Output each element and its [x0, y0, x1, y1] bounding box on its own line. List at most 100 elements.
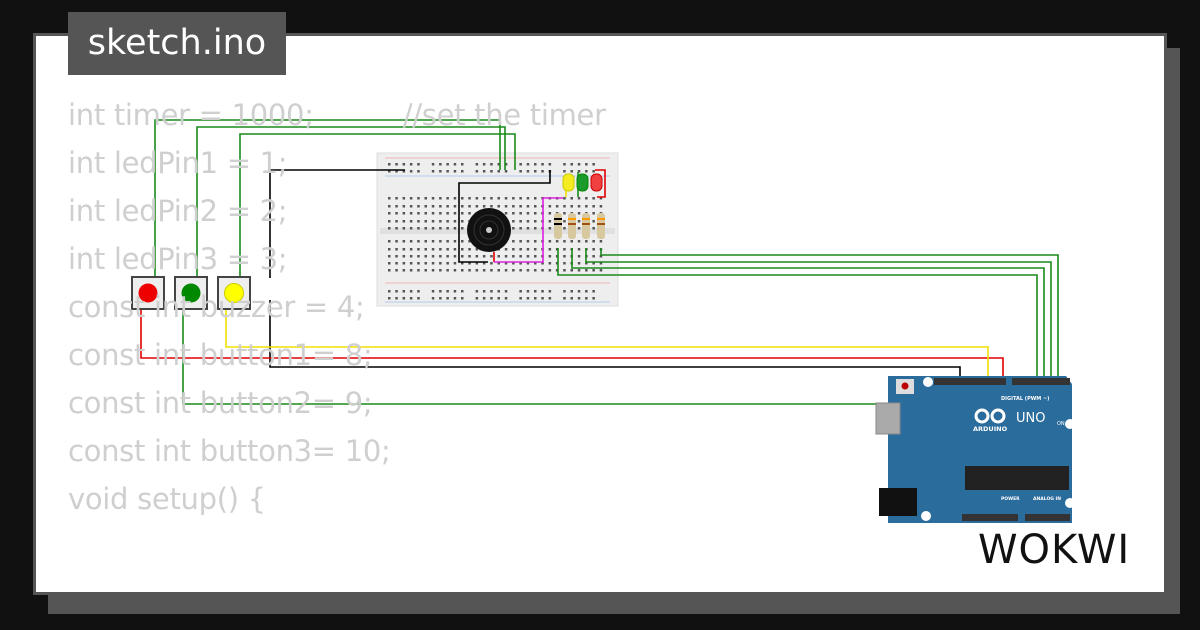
arduino-uno[interactable]: ARDUINO UNO DIGITAL (PWM ~) ON POWER ANA…: [875, 376, 1075, 523]
breadboard-hole: [453, 170, 457, 173]
breadboard-hole: [461, 240, 464, 243]
breadboard-hole: [461, 212, 464, 215]
led-red[interactable]: [590, 173, 603, 192]
breadboard-hole: [439, 269, 442, 272]
breadboard-hole: [526, 262, 530, 265]
breadboard-hole: [395, 170, 398, 173]
breadboard-hole: [577, 212, 581, 215]
breadboard-hole: [592, 163, 595, 166]
breadboard-hole: [402, 262, 406, 265]
breadboard-hole: [446, 220, 449, 223]
breadboard-hole: [475, 290, 479, 293]
breadboard-hole: [446, 297, 449, 300]
breadboard-hole: [504, 297, 508, 300]
led-green[interactable]: [576, 173, 589, 192]
breadboard-hole: [468, 205, 471, 208]
breadboard-hole: [504, 262, 508, 265]
pushbutton-green[interactable]: [174, 276, 208, 310]
power-label: POWER: [1001, 496, 1020, 502]
breadboard-hole: [519, 170, 522, 173]
breadboard-hole: [512, 197, 515, 200]
breadboard-hole: [497, 255, 500, 258]
breadboard-hole: [526, 227, 530, 230]
breadboard-hole: [504, 212, 508, 215]
breadboard-hole: [424, 248, 427, 251]
breadboard-hole: [490, 170, 493, 173]
arduino-model: UNO: [1016, 411, 1045, 426]
breadboard-hole: [395, 220, 398, 223]
breadboard-hole: [563, 212, 566, 215]
breadboard-hole: [534, 170, 537, 173]
breadboard-hole: [599, 205, 603, 208]
breadboard-hole: [563, 205, 566, 208]
breadboard-hole: [512, 255, 515, 258]
breadboard-hole: [548, 212, 552, 215]
breadboard-hole: [570, 269, 573, 272]
breadboard-hole: [468, 255, 471, 258]
breadboard-hole: [534, 227, 537, 230]
breadboard-hole: [461, 297, 464, 300]
wire-green: [239, 133, 516, 278]
breadboard-hole: [592, 212, 595, 215]
resistor: [582, 213, 590, 239]
breadboard-hole: [504, 197, 508, 200]
breadboard-hole: [402, 290, 406, 293]
breadboard-hole: [512, 220, 515, 223]
breadboard-hole: [577, 255, 581, 258]
breadboard-hole: [395, 297, 398, 300]
breadboard-hole: [577, 262, 581, 265]
breadboard-hole: [526, 220, 530, 223]
breadboard-hole: [417, 163, 420, 166]
breadboard-hole: [563, 297, 566, 300]
breadboard-hole: [490, 269, 493, 272]
led-yellow[interactable]: [562, 173, 575, 192]
breadboard-hole: [446, 290, 449, 293]
buzzer[interactable]: [467, 208, 511, 252]
breadboard-hole: [490, 297, 493, 300]
breadboard-hole: [453, 290, 457, 293]
breadboard-hole: [570, 240, 573, 243]
breadboard-hole: [497, 262, 500, 265]
breadboard-hole: [409, 220, 413, 223]
breadboard-hole: [468, 240, 471, 243]
breadboard-hole: [409, 227, 413, 230]
breadboard-hole: [504, 290, 508, 293]
breadboard-hole: [563, 269, 566, 272]
breadboard-hole: [519, 297, 522, 300]
breadboard-hole: [409, 262, 413, 265]
breadboard-hole: [504, 248, 508, 251]
breadboard-hole: [475, 269, 479, 272]
breadboard-hole: [519, 197, 522, 200]
breadboard-hole: [599, 255, 603, 258]
breadboard-hole: [431, 262, 435, 265]
breadboard-hole: [409, 248, 413, 251]
breadboard-hole: [519, 248, 522, 251]
breadboard-hole: [417, 205, 420, 208]
breadboard-hole: [585, 262, 588, 265]
breadboard-hole: [439, 297, 442, 300]
pushbutton-red[interactable]: [131, 276, 165, 310]
breadboard-hole: [570, 290, 573, 293]
breadboard-hole: [402, 197, 406, 200]
breadboard-hole: [439, 262, 442, 265]
power-jack: [879, 488, 917, 516]
breadboard-hole: [519, 163, 522, 166]
breadboard-hole: [461, 248, 464, 251]
breadboard-hole: [453, 197, 457, 200]
pushbutton-yellow[interactable]: [217, 276, 251, 310]
breadboard-hole: [402, 220, 406, 223]
wire-green: [585, 248, 1052, 380]
breadboard-hole: [446, 163, 449, 166]
breadboard-hole: [468, 269, 471, 272]
file-tab[interactable]: sketch.ino: [68, 12, 286, 75]
breadboard-hole: [592, 205, 595, 208]
breadboard-hole: [468, 212, 471, 215]
breadboard-hole: [461, 269, 464, 272]
breadboard-hole: [512, 240, 515, 243]
breadboard-hole: [461, 227, 464, 230]
breadboard-hole: [548, 297, 552, 300]
digital-label: DIGITAL (PWM ~): [1001, 396, 1049, 402]
breadboard-hole: [512, 212, 515, 215]
breadboard-hole: [402, 170, 406, 173]
wire-black: [269, 300, 961, 380]
